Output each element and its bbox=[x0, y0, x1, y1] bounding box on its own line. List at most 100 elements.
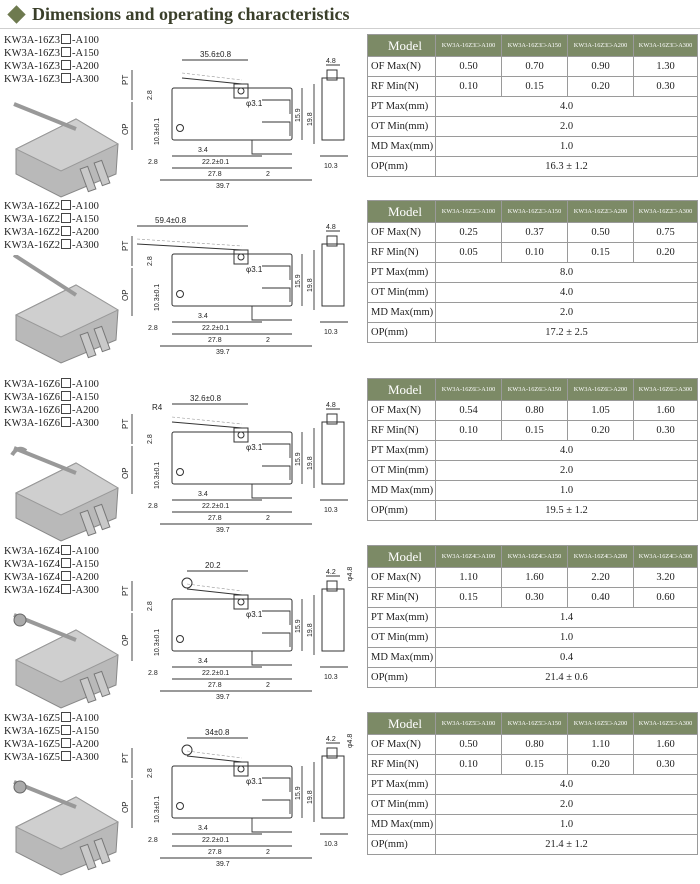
checkbox-placeholder-icon bbox=[61, 725, 71, 735]
checkbox-placeholder-icon bbox=[61, 571, 71, 581]
lever-length-label: 34±0.8 bbox=[205, 728, 230, 737]
op-label: OP bbox=[121, 467, 130, 479]
hole-diameter-label: φ3.1 bbox=[246, 777, 263, 786]
checkbox-placeholder-icon bbox=[61, 545, 71, 555]
table-row: PT Max(mm)8.0 bbox=[367, 262, 698, 283]
table-cell: 0.75 bbox=[633, 222, 698, 243]
table-cell: 0.20 bbox=[567, 76, 634, 97]
dim-h-label: 19.8 bbox=[307, 112, 314, 126]
model-prefix: KW3A-16Z2 bbox=[4, 201, 60, 212]
row-label: OF Max(N) bbox=[367, 56, 436, 77]
merged-value-cell: 21.4 ± 1.2 bbox=[435, 834, 698, 855]
model-suffix: A300 bbox=[75, 240, 99, 251]
checkbox-placeholder-icon bbox=[61, 584, 71, 594]
table-cell: 0.80 bbox=[501, 400, 568, 421]
model-suffix: A300 bbox=[75, 585, 99, 596]
dim-a-label: 3.4 bbox=[198, 147, 208, 154]
row-label: RF Min(N) bbox=[367, 420, 436, 441]
row-label: RF Min(N) bbox=[367, 242, 436, 263]
row-label: OT Min(mm) bbox=[367, 116, 436, 137]
dim-g-label: 15.9 bbox=[295, 274, 302, 288]
row-label: OP(mm) bbox=[367, 667, 436, 688]
pt-label: PT bbox=[121, 586, 130, 596]
table-cell: 0.05 bbox=[435, 242, 502, 263]
table-cell: 0.54 bbox=[435, 400, 502, 421]
checkbox-placeholder-icon bbox=[61, 558, 71, 568]
row-label: MD Max(mm) bbox=[367, 647, 436, 668]
dim-d-label: 27.8 bbox=[208, 171, 222, 178]
merged-value-cell: 4.0 bbox=[435, 96, 698, 117]
table-cell: 0.50 bbox=[435, 56, 502, 77]
model-header-label: Model bbox=[367, 712, 436, 735]
model-suffix: A300 bbox=[75, 752, 99, 763]
width-label: 4.2 bbox=[326, 736, 336, 743]
model-suffix: A100 bbox=[75, 201, 99, 212]
row-label: OT Min(mm) bbox=[367, 460, 436, 481]
model-item: KW3A-16Z3-A300 bbox=[4, 73, 99, 85]
hole-diameter-label: φ3.1 bbox=[246, 99, 263, 108]
base-width-label: 10.3 bbox=[324, 674, 338, 681]
table-cell: 0.50 bbox=[567, 222, 634, 243]
table-cell: 0.60 bbox=[633, 587, 698, 608]
model-item: KW3A-16Z3-A100 bbox=[4, 34, 99, 46]
model-item: KW3A-16Z6-A150 bbox=[4, 391, 99, 403]
table-cell: 1.05 bbox=[567, 400, 634, 421]
lever-length-label: 20.2 bbox=[205, 561, 221, 570]
dim-f-label: 39.7 bbox=[216, 861, 230, 868]
table-cell: 0.30 bbox=[501, 587, 568, 608]
dim-a-label: 3.4 bbox=[198, 313, 208, 320]
model-header-cell: KW3A-16Z6□-A200 bbox=[567, 378, 634, 401]
row-label: OP(mm) bbox=[367, 500, 436, 521]
op-label: OP bbox=[121, 289, 130, 301]
table-row: OT Min(mm)4.0 bbox=[367, 282, 698, 303]
checkbox-placeholder-icon bbox=[61, 378, 71, 388]
merged-value-cell: 1.0 bbox=[435, 814, 698, 835]
checkbox-placeholder-icon bbox=[61, 738, 71, 748]
table-cell: 1.30 bbox=[633, 56, 698, 77]
table-cell: 0.37 bbox=[501, 222, 568, 243]
model-suffix: A200 bbox=[75, 227, 99, 238]
model-prefix: KW3A-16Z2 bbox=[4, 240, 60, 251]
model-suffix: A200 bbox=[75, 405, 99, 416]
side-offset-label: 10.3±0.1 bbox=[154, 462, 161, 489]
model-header-cell: KW3A-16Z4□-A150 bbox=[501, 545, 568, 568]
model-prefix: KW3A-16Z5 bbox=[4, 713, 60, 724]
model-suffix: A300 bbox=[75, 418, 99, 429]
table-cell: 3.20 bbox=[633, 567, 698, 588]
width-label: 4.2 bbox=[326, 569, 336, 576]
dim-d-label: 27.8 bbox=[208, 515, 222, 522]
table-cell: 1.10 bbox=[435, 567, 502, 588]
side-view-drawing: 4.810.3 bbox=[320, 58, 348, 170]
table-cell: 1.60 bbox=[501, 567, 568, 588]
merged-value-cell: 2.0 bbox=[435, 794, 698, 815]
table-cell: 0.40 bbox=[567, 587, 634, 608]
width-label: 4.8 bbox=[326, 58, 336, 65]
dim-c-label: 22.2±0.1 bbox=[202, 670, 229, 677]
dim-h-label: 19.8 bbox=[307, 623, 314, 637]
pt-label: PT bbox=[121, 753, 130, 763]
model-item: KW3A-16Z4-A100 bbox=[4, 545, 99, 557]
table-cell: 1.10 bbox=[567, 734, 634, 755]
merged-value-cell: 16.3 ± 1.2 bbox=[435, 156, 698, 177]
table-cell: 0.70 bbox=[501, 56, 568, 77]
model-prefix: KW3A-16Z2 bbox=[4, 227, 60, 238]
pt-label: PT bbox=[121, 241, 130, 251]
model-prefix: KW3A-16Z4 bbox=[4, 585, 60, 596]
switch-photo bbox=[13, 613, 120, 709]
op-label: OP bbox=[121, 634, 130, 646]
row-label: MD Max(mm) bbox=[367, 136, 436, 157]
checkbox-placeholder-icon bbox=[61, 34, 71, 44]
table-row: OP(mm)16.3 ± 1.2 bbox=[367, 156, 698, 177]
dim-f-label: 39.7 bbox=[216, 694, 230, 701]
merged-value-cell: 4.0 bbox=[435, 282, 698, 303]
